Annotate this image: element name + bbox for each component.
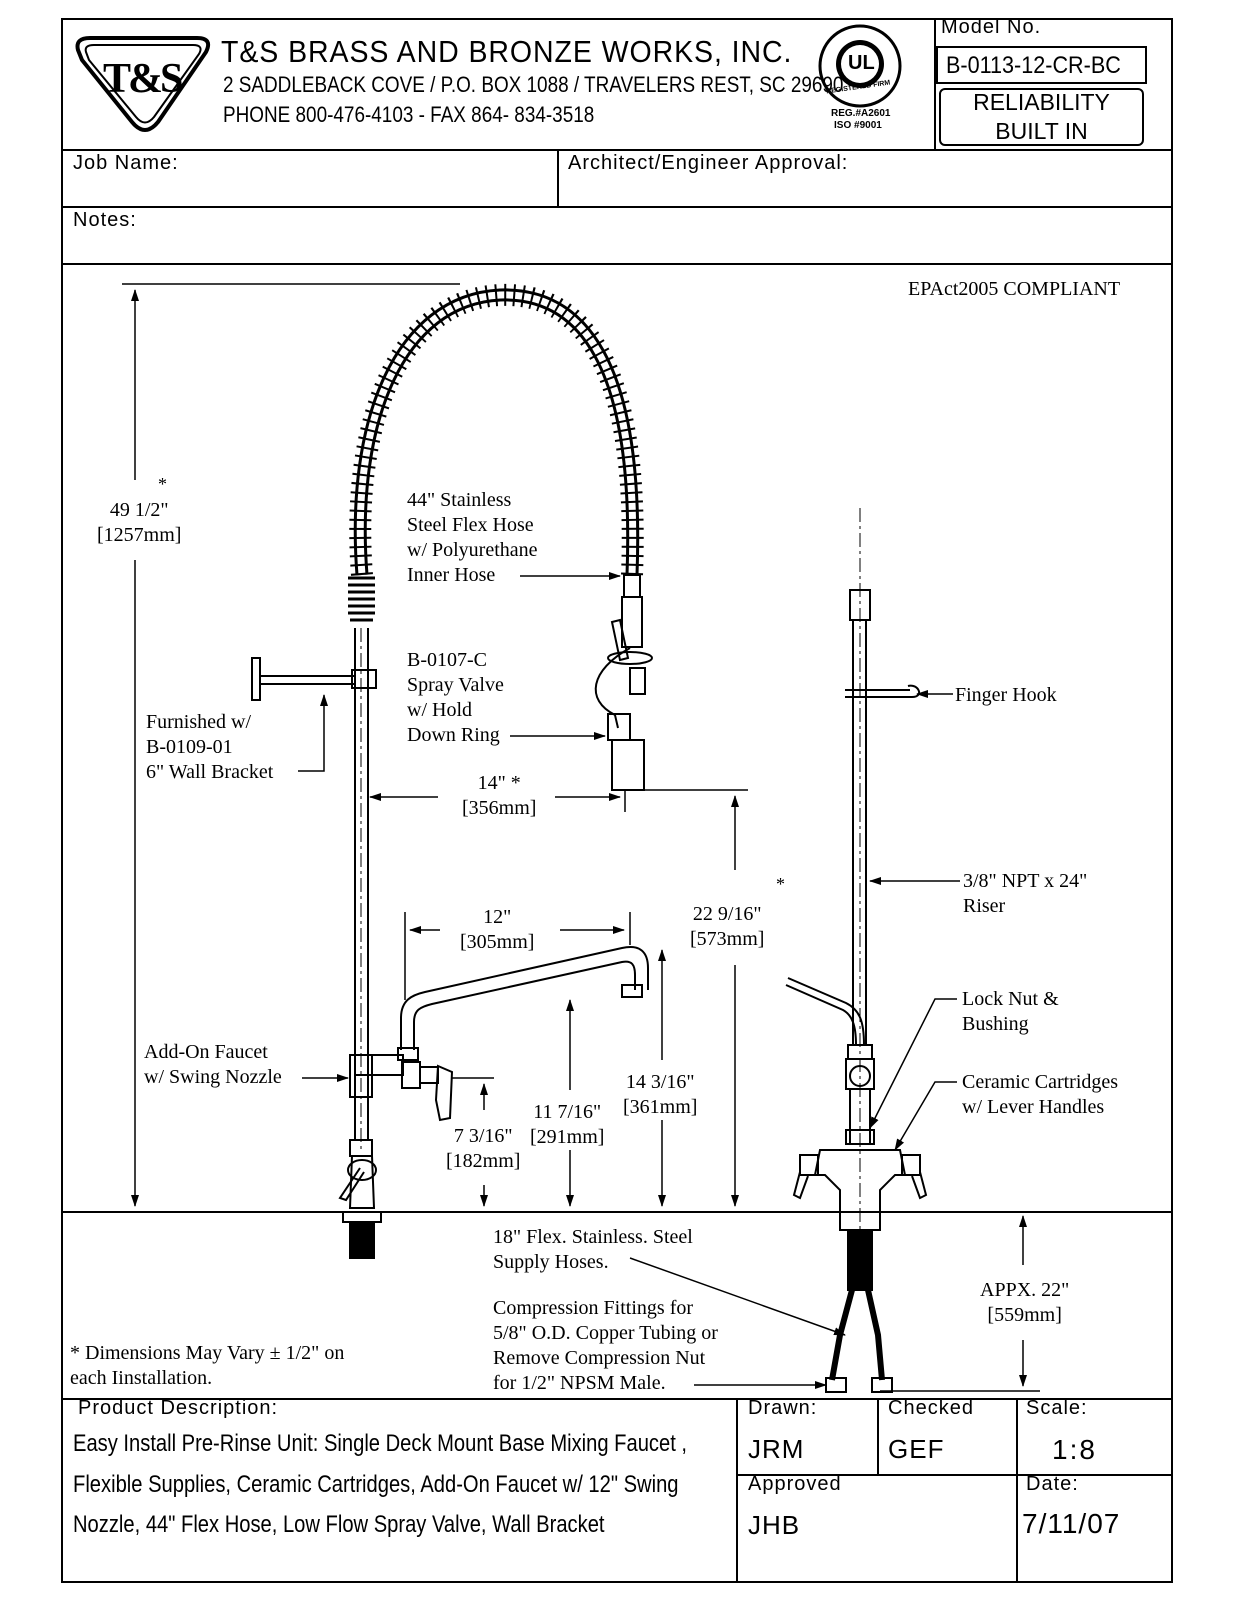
scale-value: 1:8: [1052, 1434, 1097, 1465]
slogan-box: [939, 88, 1144, 146]
model-label: Model No.: [941, 16, 1042, 38]
dim-inlet-height: 7 3/16" [182mm]: [446, 1125, 521, 1172]
job-divider: [557, 149, 559, 207]
ul-mark: UL: [848, 52, 875, 74]
header-divider: [934, 18, 936, 150]
model-number: B-0113-12-CR-BC: [946, 52, 1121, 79]
callout-add-on-faucet: Add-On Faucet w/ Swing Nozzle: [144, 1041, 282, 1088]
compliance-note: EPAct2005 COMPLIANT: [908, 278, 1121, 300]
dim-valve-height: 22 9/16" [573mm]: [690, 903, 765, 950]
valve-height-star: *: [776, 874, 785, 894]
notes-bottom-rule: [61, 263, 1173, 265]
checked-value: GEF: [888, 1434, 945, 1464]
scale-label: Scale:: [1026, 1397, 1088, 1419]
footnote: * Dimensions May Vary ± 1/2" on each Iin…: [70, 1342, 345, 1389]
slogan-line-1: RELIABILITY: [973, 89, 1110, 115]
faucet-side-view: [251, 283, 653, 1259]
dim-nozzle-height: 14 3/16" [361mm]: [623, 1071, 698, 1118]
callout-cartridges: Ceramic Cartridges w/ Lever Handles: [962, 1071, 1119, 1118]
approved-value: JHB: [748, 1510, 801, 1540]
date-label: Date:: [1026, 1473, 1079, 1495]
overall-height-star: *: [158, 474, 167, 494]
callout-compression-fittings: Compression Fittings for 5/8" O.D. Coppe…: [493, 1297, 718, 1394]
dim-overall-height: 49 1/2" [1257mm]: [97, 499, 182, 546]
callout-flex-hose: 44" Stainless Steel Flex Hose w/ Polyure…: [407, 489, 538, 586]
model-number-box: [936, 46, 1147, 84]
ul-logo-icon: [818, 24, 902, 108]
description-line-3: Nozzle, 44" Flex Hose, Low Flow Spray Va…: [73, 1511, 605, 1538]
product-description-label: Product Description:: [78, 1397, 279, 1419]
drawn-value: JRM: [748, 1434, 805, 1464]
description-line-2: Flexible Supplies, Ceramic Cartridges, A…: [73, 1471, 679, 1498]
dim-reach: 14" * [356mm]: [462, 772, 537, 819]
ul-reg: REG.#A2601: [831, 108, 891, 119]
description-line-1: Easy Install Pre-Rinse Unit: Single Deck…: [73, 1430, 688, 1457]
callout-supply-hoses: 18" Flex. Stainless. Steel Supply Hoses.: [493, 1226, 693, 1273]
callout-spray-valve: B-0107-C Spray Valve w/ Hold Down Ring: [407, 649, 504, 746]
company-name: T&S BRASS AND BRONZE WORKS, INC.: [221, 34, 793, 69]
callout-finger-hook: Finger Hook: [955, 684, 1057, 706]
company-address: 2 SADDLEBACK COVE / P.O. BOX 1088 / TRAV…: [223, 72, 844, 97]
notes-field[interactable]: Notes:: [73, 209, 137, 231]
slogan-line-2: BUILT IN: [995, 118, 1088, 144]
slogan: RELIABILITY BUILT IN: [939, 88, 1144, 146]
callout-lock-nut: Lock Nut & Bushing: [962, 988, 1059, 1035]
approved-label: Approved: [748, 1473, 842, 1495]
checked-label: Checked: [888, 1397, 974, 1419]
footer-grid: [61, 1398, 1173, 1583]
company-phone: PHONE 800-476-4103 - FAX 864- 834-3518: [223, 102, 595, 127]
header-bottom-rule: [61, 149, 1173, 151]
job-name-field[interactable]: Job Name:: [73, 152, 179, 174]
faucet-front-view: [785, 508, 928, 1393]
ul-iso: ISO #9001: [834, 120, 882, 131]
dim-outlet-height: 11 7/16" [291mm]: [530, 1101, 605, 1148]
dimension-lines: [122, 283, 1040, 1392]
spec-sheet: [61, 18, 1173, 1583]
leader-lines: [298, 572, 960, 1389]
dim-nozzle-length: 12" [305mm]: [460, 906, 535, 953]
dim-supply-length: APPX. 22" [559mm]: [980, 1279, 1070, 1326]
callout-riser: 3/8" NPT x 24" Riser: [963, 870, 1088, 917]
date-value: 7/11/07: [1022, 1508, 1121, 1539]
ts-logo-icon: [75, 36, 211, 132]
job-bottom-rule: [61, 206, 1173, 208]
logo-text: T&S: [103, 56, 183, 102]
drawn-label: Drawn:: [748, 1397, 818, 1419]
callout-wall-bracket: Furnished w/ B-0109-01 6" Wall Bracket: [146, 711, 274, 783]
architect-approval-field[interactable]: Architect/Engineer Approval:: [568, 152, 849, 174]
